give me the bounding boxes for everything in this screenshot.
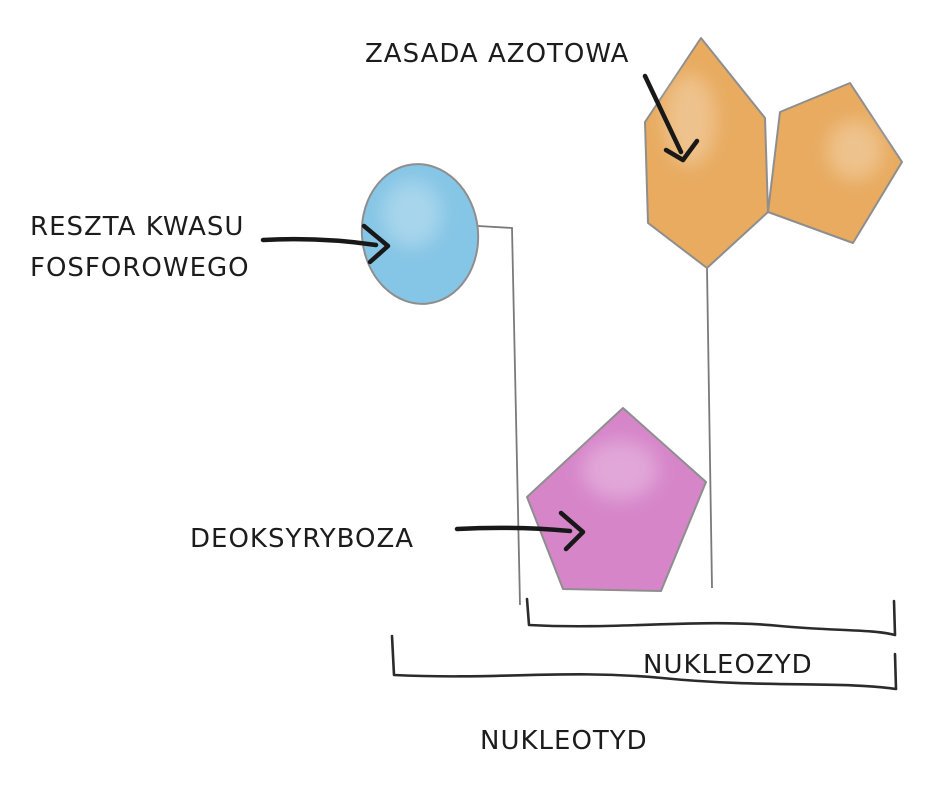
sugar-label: DEOKSYRYBOZA <box>190 524 414 554</box>
sugar-arrow <box>454 510 586 552</box>
nucleotide-label: NUKLEOTYD <box>480 726 648 756</box>
phosphate-arrow <box>260 223 391 265</box>
bond-line-phosphate-sugar <box>477 225 521 606</box>
base-highlight-right <box>827 120 883 180</box>
nucleoside-label: NUKLEOZYD <box>643 650 813 680</box>
sugar-highlight <box>582 440 658 500</box>
phosphate-label-line2: FOSFOROWEGO <box>30 253 250 283</box>
base-label: ZASADA AZOTOWA <box>365 39 629 69</box>
bond-line-base-sugar <box>706 267 713 589</box>
deoxyribose-pentagon <box>526 407 707 592</box>
nucleoside-bracket <box>525 597 897 637</box>
base-arrow <box>642 73 700 163</box>
phosphate-label-line1: RESZTA KWASU <box>30 212 244 242</box>
phosphate-highlight <box>382 180 442 248</box>
nitrogenous-base <box>644 37 903 269</box>
nucleotide-bracket <box>390 634 898 691</box>
phosphate-circle <box>360 163 480 305</box>
